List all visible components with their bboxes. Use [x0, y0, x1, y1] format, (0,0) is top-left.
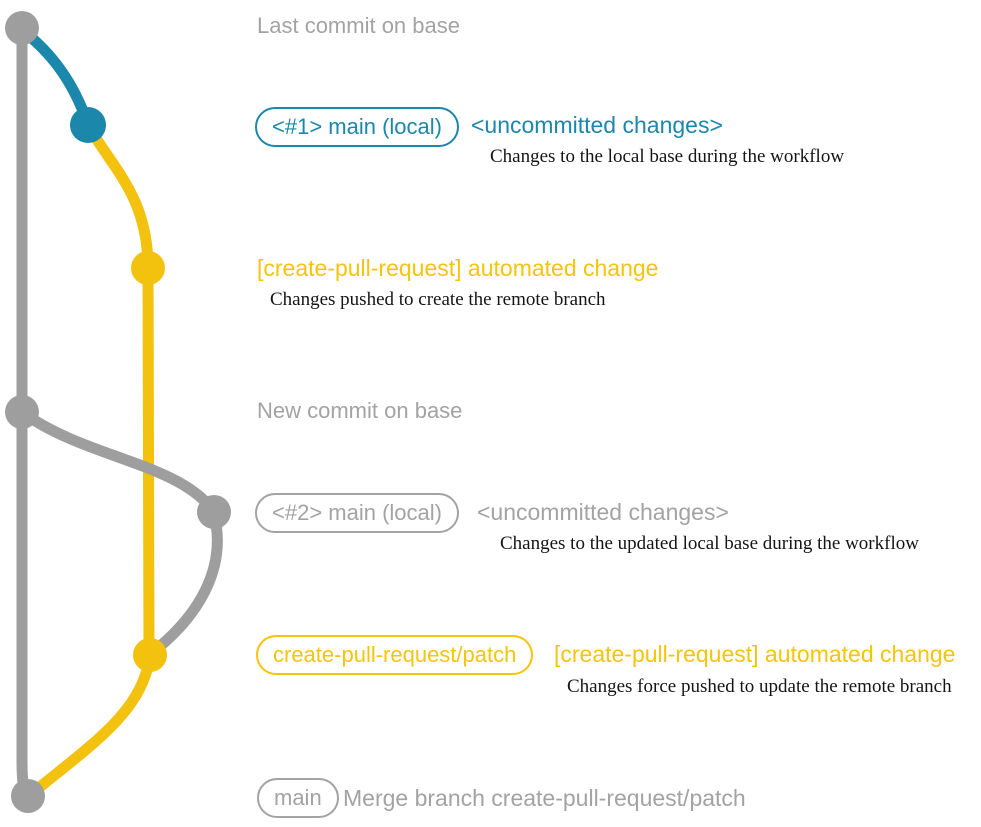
patch-branch-line	[142, 259, 155, 661]
caption-pushed-to-create: Changes pushed to create the remote bran…	[270, 289, 606, 310]
branch-badge-main: main	[257, 778, 339, 818]
automated-change-label-2: [create-pull-request] automated change	[554, 641, 956, 667]
commit-dot-new-base	[5, 395, 39, 429]
caption-force-pushed: Changes force pushed to update the remot…	[567, 676, 952, 697]
merge-edge	[24, 651, 156, 801]
local-main-1-edge	[16, 24, 93, 128]
uncommitted-changes-label-1: <uncommitted changes>	[471, 112, 723, 138]
commit-dot-last-base	[5, 11, 39, 45]
uncommitted-changes-label-2: <uncommitted changes>	[477, 499, 729, 525]
new-commit-header: New commit on base	[257, 398, 463, 423]
caption-updated-local-base-changes: Changes to the updated local base during…	[500, 533, 919, 554]
commit-dot-main-local-2	[197, 495, 231, 529]
commit-dot-main-local-1	[70, 107, 106, 143]
branch-badge-main-local-2: <#2> main (local)	[255, 493, 459, 533]
caption-local-base-changes: Changes to the local base during the wor…	[490, 146, 845, 167]
last-commit-header: Last commit on base	[257, 13, 460, 38]
automated-change-label-1: [create-pull-request] automated change	[257, 255, 659, 281]
branch-badge-main-local-1: <#1> main (local)	[255, 107, 459, 147]
branch-badge-patch: create-pull-request/patch	[256, 635, 534, 675]
local-main-2-edge	[16, 406, 218, 515]
merge-branch-label: Merge branch create-pull-request/patch	[343, 785, 746, 811]
patch-branch-edge-top	[82, 119, 154, 274]
commit-dot-patch-1	[131, 251, 165, 285]
rebase-edge	[147, 508, 223, 658]
commit-dot-merge	[11, 779, 45, 813]
commit-dot-patch-2	[133, 638, 167, 672]
